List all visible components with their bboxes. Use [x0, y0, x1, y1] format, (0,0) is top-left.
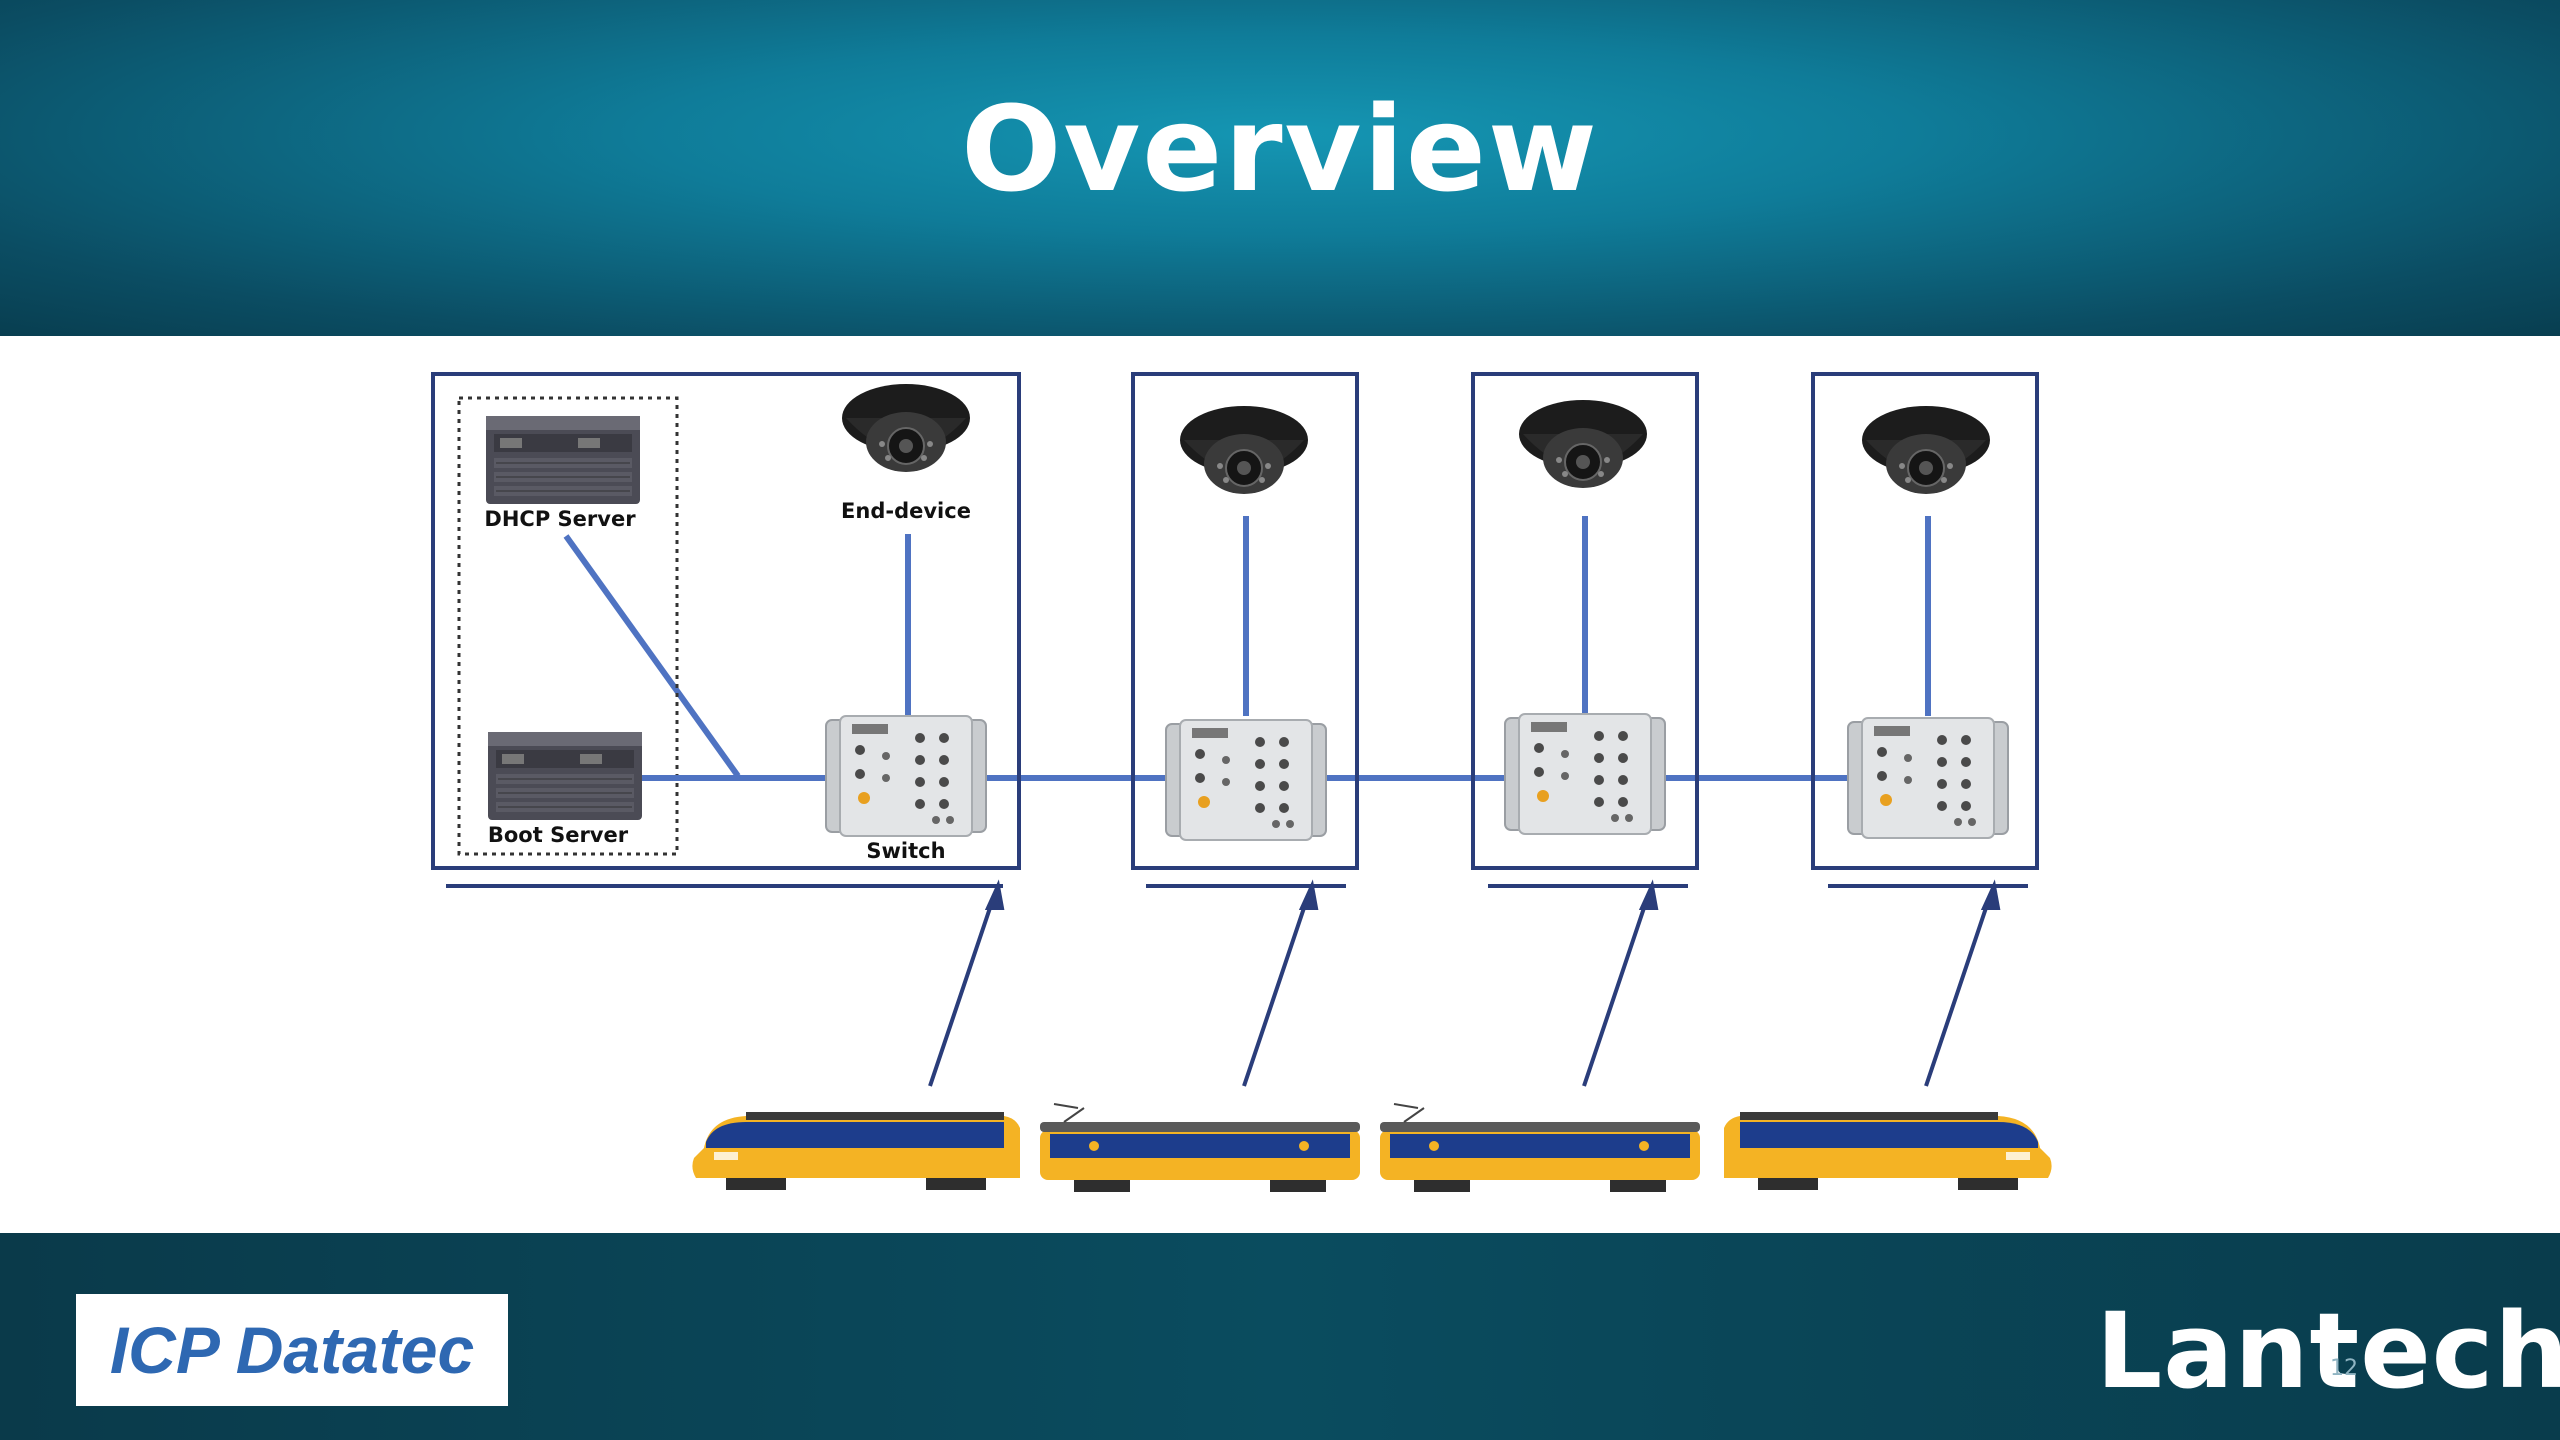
train-car-icon [692, 1112, 1020, 1190]
industrial-switch-icon [1504, 713, 1666, 835]
arrow-head-icon [1638, 879, 1659, 910]
dhcp-link [563, 534, 741, 778]
arrow-head-icon [984, 879, 1005, 910]
slide-title: Overview [961, 80, 1599, 218]
page-number: 12 [2330, 1356, 2358, 1381]
dome-camera-icon [1861, 405, 1991, 495]
boot-server-icon [487, 731, 643, 821]
icp-datatec-logo: ICP Datatec [76, 1294, 508, 1406]
lantech-logo: Lantech™ [2096, 1290, 2560, 1412]
end-device-label: End-device [841, 499, 971, 523]
industrial-switch-icon [825, 715, 987, 837]
title-banner: Overview [0, 0, 2560, 336]
server-group-dashed-box [457, 396, 679, 856]
train-car-icon [1039, 1103, 1361, 1193]
arrow-head-icon [1980, 879, 2001, 910]
arrow-head-icon [1298, 879, 1319, 910]
arrow-car-3 [1582, 895, 1650, 1087]
lantech-logo-text: Lantech [2096, 1290, 2560, 1412]
dome-camera-icon [841, 383, 971, 473]
arrow-car-4 [1924, 895, 1992, 1087]
arrow-car-1 [928, 895, 996, 1087]
car-arrows [928, 879, 2001, 1087]
train [692, 1103, 2052, 1193]
industrial-switch-icon [1165, 719, 1327, 841]
frame-node-3 [1471, 372, 1699, 870]
frame-node-4 [1811, 372, 2039, 870]
frame-node-1 [431, 372, 1021, 870]
boot-server-label: Boot Server [488, 823, 629, 847]
industrial-switch-icon [1847, 717, 2009, 839]
train-car-icon [1379, 1103, 1701, 1193]
train-car-icon [1724, 1112, 2052, 1190]
switch-label: Switch [866, 839, 945, 863]
dhcp-server-label: DHCP Server [484, 507, 636, 531]
dome-camera-icon [1179, 405, 1309, 495]
dhcp-server-icon [485, 415, 641, 505]
frame-node-2 [1131, 372, 1359, 870]
dome-camera-icon [1518, 399, 1648, 489]
arrow-car-2 [1242, 895, 1310, 1087]
network-diagram: DHCP Server Boot Server End-device Switc… [431, 372, 2052, 1193]
icp-datatec-logo-text: ICP Datatec [109, 1313, 475, 1387]
train-node-frames [431, 372, 2039, 888]
